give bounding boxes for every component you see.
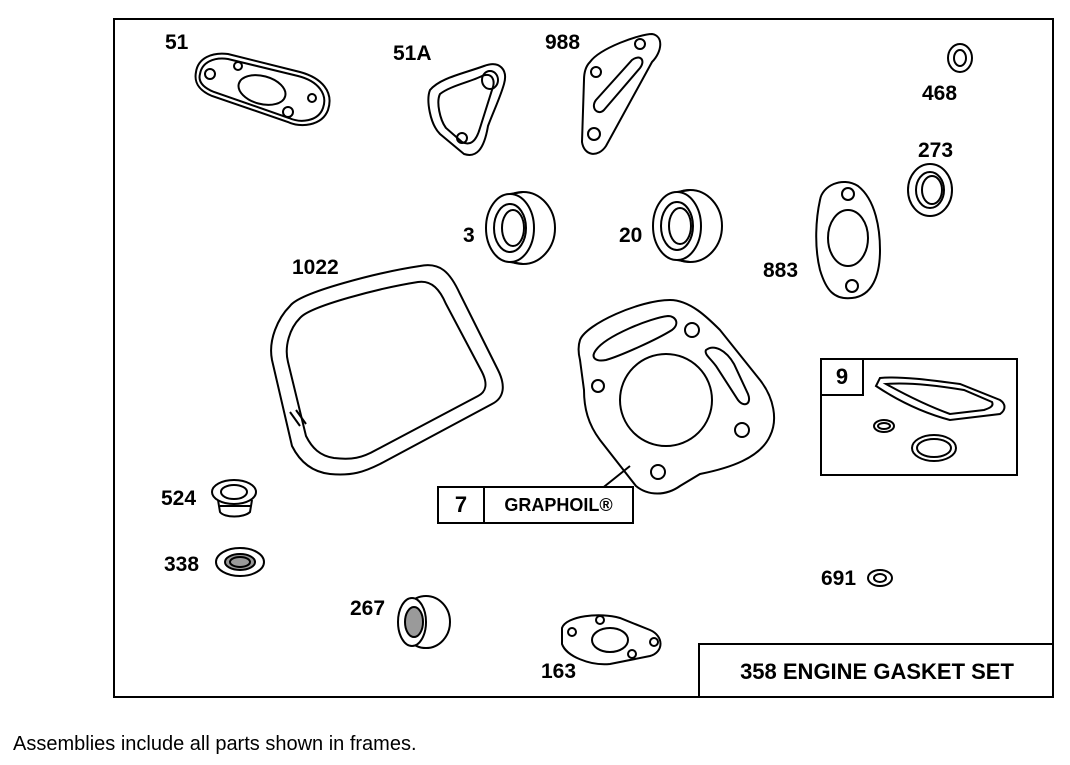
part-9-contents [873,376,1006,462]
callout-267: 267 [350,597,386,620]
part-7-head-gasket [577,298,776,495]
kit-7-label: 7 GRAPHOIL® [437,486,634,524]
part-51a-gasket [427,63,506,156]
callout-691: 691 [821,567,857,590]
part-468-seal [947,43,973,73]
callout-1022: 1022 [292,256,339,279]
footnote: Assemblies include all parts shown in fr… [13,733,417,755]
callout-338: 338 [164,553,200,576]
part-524-plug [211,479,257,518]
part-273-seal [907,163,953,217]
callout-20: 20 [619,224,643,247]
callout-3: 3 [463,224,475,247]
kit-9-number: 9 [822,360,864,396]
callout-273: 273 [918,139,954,162]
part-3-oil-seal [485,191,556,265]
part-338-seal [215,547,265,577]
part-163-gasket [561,614,662,666]
kit-7-number: 7 [439,488,485,522]
callout-524: 524 [161,487,197,510]
diagram-frame [113,18,1054,698]
kit-9-frame [820,358,1018,476]
callout-988: 988 [545,31,581,54]
part-691-washer [867,569,893,587]
part-20-oil-seal [652,189,723,263]
part-51-gasket [194,52,331,127]
callout-51: 51 [165,31,189,54]
part-988-gasket [580,32,662,155]
callout-468: 468 [922,82,958,105]
part-883-gasket [815,181,882,300]
callout-883: 883 [763,259,799,282]
part-267-grommet [397,595,451,649]
kit-7-name: GRAPHOIL® [504,494,613,515]
callout-163: 163 [541,660,577,683]
part-1022-gasket [270,264,504,476]
callout-51a: 51A [393,42,432,65]
set-title: 358 ENGINE GASKET SET [698,643,1054,698]
